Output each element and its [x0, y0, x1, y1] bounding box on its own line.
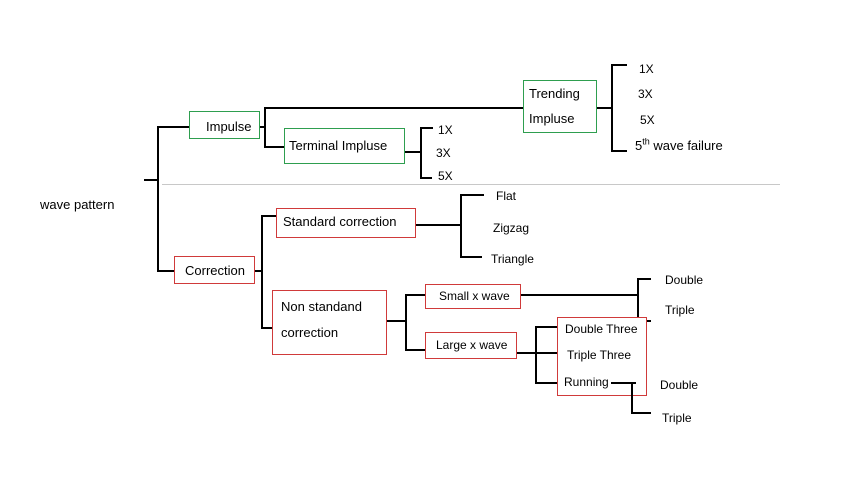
connector	[535, 326, 557, 328]
trending-child-1x: 1X	[639, 62, 654, 76]
terminal-child-1x: 1X	[438, 123, 453, 137]
standard-child-flat: Flat	[496, 189, 517, 203]
non-standard-correction-label-line2: correction	[281, 325, 339, 340]
terminal-impulse-label: Terminal Impluse	[289, 138, 388, 153]
trending-impulse-node	[523, 80, 597, 133]
connector	[387, 320, 407, 322]
connector	[535, 352, 557, 354]
trending-child-failure: 5th wave failure	[635, 136, 723, 153]
connector	[517, 352, 537, 354]
connector	[405, 294, 407, 351]
trending-child-5x: 5X	[640, 113, 655, 127]
connector	[521, 294, 639, 296]
connector	[637, 278, 651, 280]
terminal-child-3x: 3X	[436, 146, 451, 160]
connector	[264, 146, 284, 148]
connector	[460, 194, 484, 196]
connector	[420, 127, 422, 179]
connector	[261, 215, 263, 329]
non-standard-correction-label-line1: Non standand	[281, 299, 362, 314]
connector	[460, 256, 482, 258]
impulse-label: Impulse	[206, 119, 252, 134]
connector	[260, 126, 266, 128]
large-x-child-running: Running	[564, 375, 609, 389]
large-x-child-double-three: Double Three	[565, 322, 638, 336]
connector	[631, 412, 651, 414]
connector	[255, 270, 263, 272]
connector	[420, 127, 433, 129]
root-label: wave pattern	[40, 197, 115, 212]
trending-impulse-label-line1: Trending	[529, 86, 580, 101]
impulse-node	[189, 111, 260, 139]
connector	[261, 215, 276, 217]
connector	[416, 224, 462, 226]
large-x-child-triple-three: Triple Three	[567, 348, 632, 362]
connector	[157, 126, 159, 272]
small-x-wave-node	[425, 284, 521, 309]
running-child-triple: Triple	[662, 411, 692, 425]
connector	[597, 107, 612, 109]
connector	[535, 326, 537, 384]
connector	[631, 382, 633, 414]
small-x-child-double: Double	[665, 273, 704, 287]
connector	[420, 177, 432, 179]
standard-correction-node	[276, 208, 416, 238]
running-child-double: Double	[660, 378, 699, 392]
trending-impulse-label-line2: Impluse	[529, 111, 575, 126]
divider-line	[162, 184, 780, 185]
small-x-wave-label: Small x wave	[439, 289, 510, 303]
connector	[264, 107, 523, 109]
terminal-impulse-node	[284, 128, 405, 164]
connector	[157, 270, 174, 272]
non-standard-correction-node	[272, 290, 387, 355]
correction-node	[174, 256, 255, 284]
connector	[264, 107, 266, 148]
large-x-wave-label: Large x wave	[436, 338, 508, 352]
connector	[611, 64, 627, 66]
standard-correction-label: Standard correction	[283, 214, 397, 229]
connector	[405, 349, 425, 351]
connector	[611, 150, 627, 152]
connector	[637, 278, 639, 322]
connector	[535, 382, 557, 384]
connector	[611, 64, 613, 152]
connector	[611, 382, 636, 384]
correction-label: Correction	[185, 263, 245, 278]
terminal-child-5x: 5X	[438, 169, 453, 183]
small-x-child-triple: Triple	[665, 303, 695, 317]
connector	[460, 194, 462, 258]
connector	[261, 327, 272, 329]
large-x-wave-node	[425, 332, 517, 359]
trending-child-3x: 3X	[638, 87, 653, 101]
connector	[144, 179, 158, 181]
standard-child-triangle: Triangle	[491, 252, 534, 266]
connector	[157, 126, 189, 128]
standard-child-zigzag: Zigzag	[493, 221, 530, 235]
connector	[405, 294, 425, 296]
connector	[405, 151, 422, 153]
